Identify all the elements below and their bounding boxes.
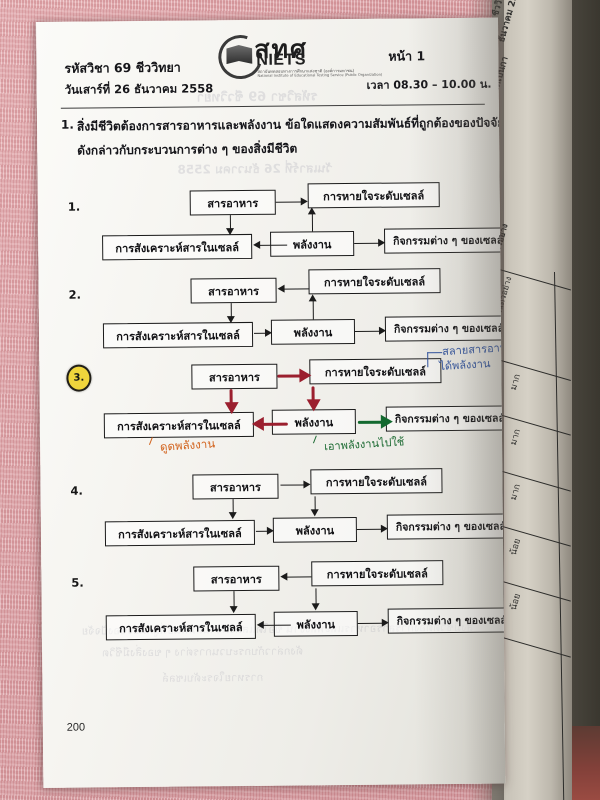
option-4-arrow-energy-to-activity [356, 528, 383, 531]
option-4-box-respiration: การหายใจระดับเซลล์ [310, 468, 443, 495]
option-5-box-respiration: การหายใจระดับเซลล์ [311, 560, 444, 587]
logo-subtitle-english: National Institute of Educational Testin… [257, 72, 383, 78]
option-3-marker-arrowhead-3 [306, 399, 321, 412]
option-2-arrow-energy-to-activity [354, 330, 381, 333]
option-5-arrow-respiration-to-nutrient [286, 576, 312, 578]
option-2-arrowhead-4 [264, 328, 273, 337]
option-4-arrowhead-1 [303, 480, 311, 489]
option-1-arrowhead-4 [253, 240, 261, 249]
option-1-number: 1. [67, 199, 81, 214]
page-number: 200 [66, 721, 86, 734]
option-4-box-energy: พลังงาน [272, 516, 358, 543]
right-page-row-rule-1 [493, 358, 571, 382]
header-divider [60, 103, 485, 109]
exam-time: เวลา 08.30 – 10.00 น. [366, 77, 492, 92]
option-3-box-activity: กิจกรรมต่าง ๆ ของเซลล์ [385, 405, 506, 432]
option-2-box-energy: พลังงาน [270, 318, 356, 345]
option-5-arrowhead-1 [280, 572, 288, 581]
option-4-box-nutrient: สารอาหาร [192, 473, 279, 500]
option-5-number: 5. [71, 575, 84, 590]
question-line-2: ดังกล่าวกับกระบวนการต่าง ๆ ของสิ่งมีชีวิ… [77, 141, 298, 158]
option-4-number: 4. [70, 483, 83, 498]
option-3-box-nutrient: สารอาหาร [191, 363, 278, 390]
page-label: หน้า 1 [388, 48, 426, 64]
option-2-box-respiration: การหายใจระดับเซลล์ [308, 268, 441, 295]
option-3-marker-arrowhead-5 [380, 414, 393, 429]
question-line-1: สิ่งมีชีวิตต้องการสารอาหารและพลังงาน ข้อ… [76, 115, 505, 134]
option-2-box-activity: กิจกรรมต่าง ๆ ของเซลล์ [384, 315, 506, 342]
option-1-arrow-energy-to-activity [354, 242, 381, 245]
option-5-arrowhead-2 [229, 606, 238, 614]
option-4-arrowhead-3 [310, 509, 319, 517]
option-1-box-respiration: การหายใจระดับเซลล์ [307, 182, 440, 209]
subject-code: รหัสวิชา 69 ชีววิทยา [64, 59, 181, 76]
option-1-arrow-nutrient-to-respiration [275, 201, 302, 204]
option-1-box-synthesis: การสังเคราะห์สารในเซลล์ [102, 233, 253, 261]
option-5-box-activity: กิจกรรมต่าง ๆ ของเซลล์ [387, 607, 506, 634]
option-1-arrow-energy-to-synthesis [259, 244, 288, 247]
option-2-arrow-energy-to-respiration [312, 298, 315, 320]
right-page-cell-1: มาก [508, 373, 524, 392]
option-4-arrowhead-5 [380, 524, 388, 533]
right-page-cell-5: น้อย [508, 592, 524, 612]
option-2[interactable]: 2. สารอาหาร การหายใจระดับเซลล์ การสังเคร… [38, 262, 506, 352]
bleed-through-text-4: ดังกล่าวกับกระบวนการต่าง ๆ ของสิ่งมีชีวิ… [101, 644, 304, 660]
option-1-arrowhead-5 [378, 238, 386, 247]
option-2-box-nutrient: สารอาหาร [190, 277, 277, 304]
option-3[interactable]: 3. สารอาหาร การหายใจระดับเซลล์ การสังเคร… [39, 340, 506, 458]
option-3-marker-arrowhead-1 [299, 368, 312, 383]
option-4-arrowhead-4 [266, 526, 274, 535]
question-number: 1. [60, 117, 74, 132]
option-4-box-activity: กิจกรรมต่าง ๆ ของเซลล์ [386, 513, 506, 540]
option-2-arrowhead-5 [378, 326, 387, 335]
right-page-cell-4: น้อย [508, 537, 524, 557]
option-1-arrowhead-2 [225, 228, 235, 236]
option-5-arrow-energy-to-synthesis [262, 624, 291, 627]
exam-page: รหัสวิชา 69 ชีววิทยา วันเสาร์ที่ 26 ธันว… [36, 17, 506, 788]
option-2-arrowhead-1 [277, 284, 285, 293]
option-4-arrowhead-2 [228, 512, 237, 520]
option-5-arrowhead-3 [311, 603, 320, 611]
option-3-marker-arrowhead-2 [224, 402, 239, 415]
option-5-box-synthesis: การสังเคราะห์สารในเซลล์ [105, 613, 256, 641]
option-4-box-synthesis: การสังเคราะห์สารในเซลล์ [104, 519, 256, 547]
option-5-arrowhead-4 [256, 620, 264, 629]
option-3-number-highlighted: 3. [66, 364, 92, 392]
option-3-box-respiration: การหายใจระดับเซลล์ [309, 358, 442, 385]
niets-logo: สทศ NIETS สถาบันทดสอบทางการศึกษาแห่งชาติ… [211, 27, 382, 87]
option-3-box-synthesis: การสังเคราะห์สารในเซลล์ [103, 411, 254, 439]
bleed-through-text-1: รหัสวิชา 69 ชีววิทยา [196, 89, 318, 106]
option-4-arrow-nutrient-to-respiration [280, 484, 305, 486]
annotation-orange-note: ดูดพลังงาน [159, 436, 216, 454]
annotation-green-note: เอาพลังงานไปใช้ [323, 435, 405, 454]
option-4[interactable]: 4. สารอาหาร การหายใจระดับเซลล์ การสังเคร… [40, 458, 506, 548]
option-1[interactable]: 1. สารอาหาร การหายใจระดับเซลล์ การสังเคร… [38, 176, 506, 266]
option-2-box-synthesis: การสังเคราะห์สารในเซลล์ [102, 321, 254, 349]
option-1-arrowhead-3 [307, 207, 316, 215]
annotation-blue-line-2: ได้พลังงาน [438, 356, 491, 374]
option-2-arrowhead-2 [226, 316, 235, 324]
option-2-number: 2. [68, 287, 82, 302]
right-page-cell-3: มาก [508, 483, 524, 502]
bleed-through-text-5: การหายใจระดับเซลล์ [162, 670, 264, 685]
option-1-box-activity: กิจกรรมต่าง ๆ ของเซลล์ [383, 227, 506, 254]
option-2-arrow-respiration-to-nutrient [283, 288, 310, 290]
right-hand-page: ชีววิทยา ธันวาคม 2558 ลักษณะใดเป็นกา ตัว… [492, 0, 572, 800]
exam-date: วันเสาร์ที่ 26 ธันวาคม 2558 [64, 81, 214, 97]
option-5-arrowhead-5 [381, 618, 389, 627]
option-3-marker-arrowhead-4 [251, 416, 264, 431]
option-2-arrowhead-3 [308, 294, 317, 302]
option-1-arrowhead-1 [300, 197, 308, 206]
option-1-box-nutrient: สารอาหาร [189, 189, 276, 216]
right-page-table-column-rule [554, 271, 565, 800]
right-page-cell-2: มาก [508, 428, 524, 447]
option-5-arrow-energy-to-activity [357, 622, 384, 625]
option-5[interactable]: 5. สารอาหาร การหายใจระดับเซลล์ การสังเคร… [41, 548, 506, 642]
option-5-box-nutrient: สารอาหาร [193, 565, 280, 592]
